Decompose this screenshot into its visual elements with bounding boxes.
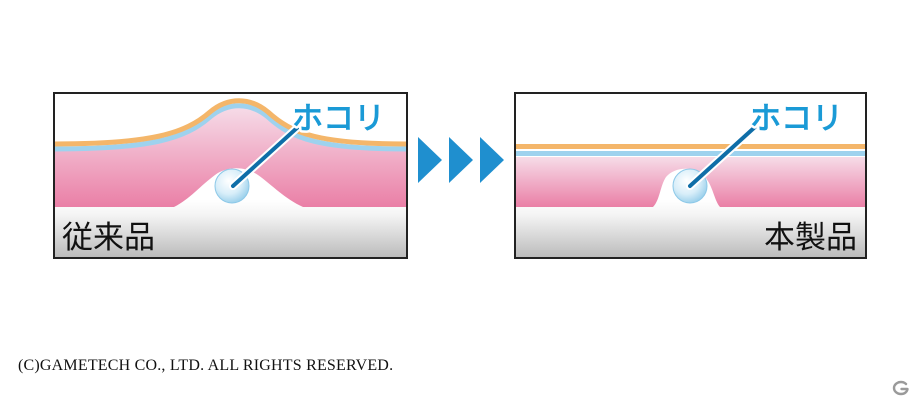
- dust-label: ホコリ: [750, 101, 843, 137]
- dust-leader-line: [688, 125, 757, 188]
- dust-leader-line: [231, 125, 300, 188]
- dust-label: ホコリ: [292, 101, 385, 137]
- blue-layer: [54, 103, 407, 152]
- blue-layer: [515, 151, 866, 156]
- panel-frame: [514, 92, 867, 259]
- chevron-right-icon: [449, 137, 473, 183]
- panel-conventional: ホコリ 従来品: [53, 92, 408, 259]
- panel-this-product: ホコリ 本製品: [514, 92, 867, 259]
- progress-arrows: [418, 137, 504, 183]
- orange-layer: [515, 144, 866, 149]
- base-layer: [515, 200, 866, 258]
- chevron-right-icon: [480, 137, 504, 183]
- product-label-this-product: 本製品: [764, 220, 857, 256]
- chevron-right-icon: [418, 137, 442, 183]
- copyright-notice: (C)GAMETECH CO., LTD. ALL RIGHTS RESERVE…: [18, 357, 394, 374]
- pink-film-layer: [54, 106, 407, 207]
- base-layer: [54, 200, 407, 258]
- orange-layer: [54, 98, 407, 147]
- pink-film-layer: [515, 157, 866, 207]
- product-label-conventional: 従来品: [62, 220, 155, 256]
- g-logo-icon: [892, 380, 909, 396]
- panel-frame: [53, 92, 408, 259]
